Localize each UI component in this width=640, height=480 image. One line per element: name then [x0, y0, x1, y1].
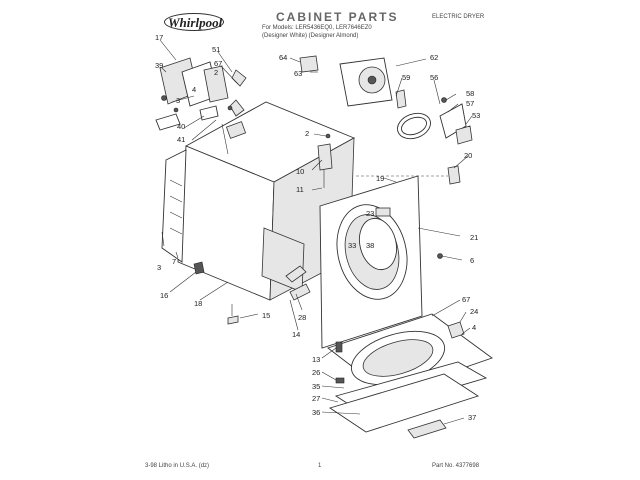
callout: 2 — [305, 129, 309, 138]
callout: 35 — [312, 382, 320, 391]
brand-name: Whirlpool — [168, 15, 223, 30]
callout: 59 — [402, 73, 410, 82]
callout: 67 — [462, 295, 470, 304]
callout: 53 — [472, 111, 480, 120]
callout: 3 — [176, 96, 180, 105]
callout: 21 — [470, 233, 478, 242]
callout: 38 — [366, 241, 374, 250]
callout: 67 — [214, 59, 222, 68]
model-line-1: For Models: LER5436EQ0, LER7646EZ0 — [262, 25, 372, 31]
page-number: 1 — [318, 463, 322, 469]
callout: 51 — [212, 45, 220, 54]
callout: 36 — [312, 408, 320, 417]
dryer-type-label: ELECTRIC DRYER — [432, 14, 485, 20]
callout: 28 — [298, 313, 306, 322]
motor-assembly — [299, 55, 473, 188]
callout: 3 — [157, 263, 161, 272]
logo-ring — [164, 13, 224, 31]
callout: 23 — [366, 209, 374, 218]
callout: 4 — [192, 85, 196, 94]
door-assembly — [227, 304, 493, 439]
callout: 6 — [470, 256, 474, 265]
callout: 18 — [194, 299, 202, 308]
callout: 27 — [312, 394, 320, 403]
page-title: CABINET PARTS — [276, 10, 399, 24]
callout: 10 — [296, 167, 304, 176]
callout: 17 — [155, 33, 163, 42]
callout: 33 — [348, 241, 356, 250]
callout: 57 — [466, 99, 474, 108]
callout: 4 — [472, 323, 476, 332]
callout: 40 — [177, 122, 185, 131]
model-list: For Models: LER5436EQ0, LER7646EZ0 (Desi… — [262, 24, 372, 40]
callout: 13 — [312, 355, 320, 364]
callout: 26 — [312, 368, 320, 377]
callout: 15 — [262, 311, 270, 320]
front-panel — [319, 175, 443, 349]
callout: 7 — [172, 257, 176, 266]
leader-lines — [159, 39, 473, 425]
callout: 20 — [464, 151, 472, 160]
callout: 14 — [292, 330, 300, 339]
callout: 39 — [155, 61, 163, 70]
callout: 2 — [214, 68, 218, 77]
callout-labels: 17 39 51 67 2 3 4 40 41 64 63 59 56 58 5… — [155, 33, 480, 422]
callout: 62 — [430, 53, 438, 62]
callout: 58 — [466, 89, 474, 98]
model-line-2: (Designer White) (Designer Almond) — [262, 33, 359, 39]
callout: 24 — [470, 307, 478, 316]
callout: 63 — [294, 69, 302, 78]
callout: 11 — [296, 185, 304, 194]
callout: 19 — [376, 174, 384, 183]
callout: 56 — [430, 73, 438, 82]
brand-logo: Whirlpool — [164, 8, 224, 34]
callout: 37 — [468, 413, 476, 422]
callout: 41 — [177, 135, 185, 144]
callout: 64 — [279, 53, 287, 62]
bracket-assembly — [155, 57, 247, 131]
part-number: Part No. 4377698 — [432, 463, 480, 469]
callout: 16 — [160, 291, 168, 300]
cabinet-body — [161, 101, 356, 301]
litho-note: 3-98 Litho in U.S.A. (dz) — [145, 463, 210, 469]
